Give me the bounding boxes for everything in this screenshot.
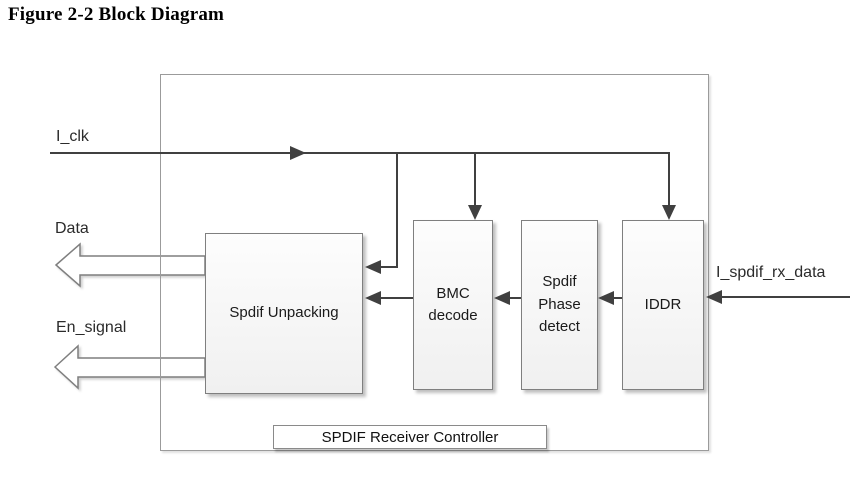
- block-spdif-phase-detect-label: Spdif Phase detect: [538, 273, 581, 336]
- block-spdif-phase-detect: Spdif Phase detect: [521, 220, 598, 390]
- controller-caption-box: SPDIF Receiver Controller: [273, 425, 547, 449]
- block-iddr: IDDR: [622, 220, 704, 390]
- block-bmc-decode-label: BMC decode: [428, 284, 478, 325]
- figure-title: Figure 2-2 Block Diagram: [8, 4, 225, 25]
- controller-caption-label: SPDIF Receiver Controller: [321, 428, 499, 446]
- signal-label-i-spdif-rx-data: I_spdif_rx_data: [716, 264, 826, 281]
- block-spdif-unpacking-label: Spdif Unpacking: [229, 304, 339, 322]
- block-spdif-unpacking: Spdif Unpacking: [205, 233, 363, 394]
- signal-label-en-signal: En_signal: [56, 319, 127, 336]
- block-bmc-decode: BMC decode: [413, 220, 493, 390]
- signal-label-data: Data: [55, 220, 89, 237]
- block-iddr-label: IDDR: [644, 295, 682, 313]
- signal-label-i-clk: I_clk: [56, 128, 89, 145]
